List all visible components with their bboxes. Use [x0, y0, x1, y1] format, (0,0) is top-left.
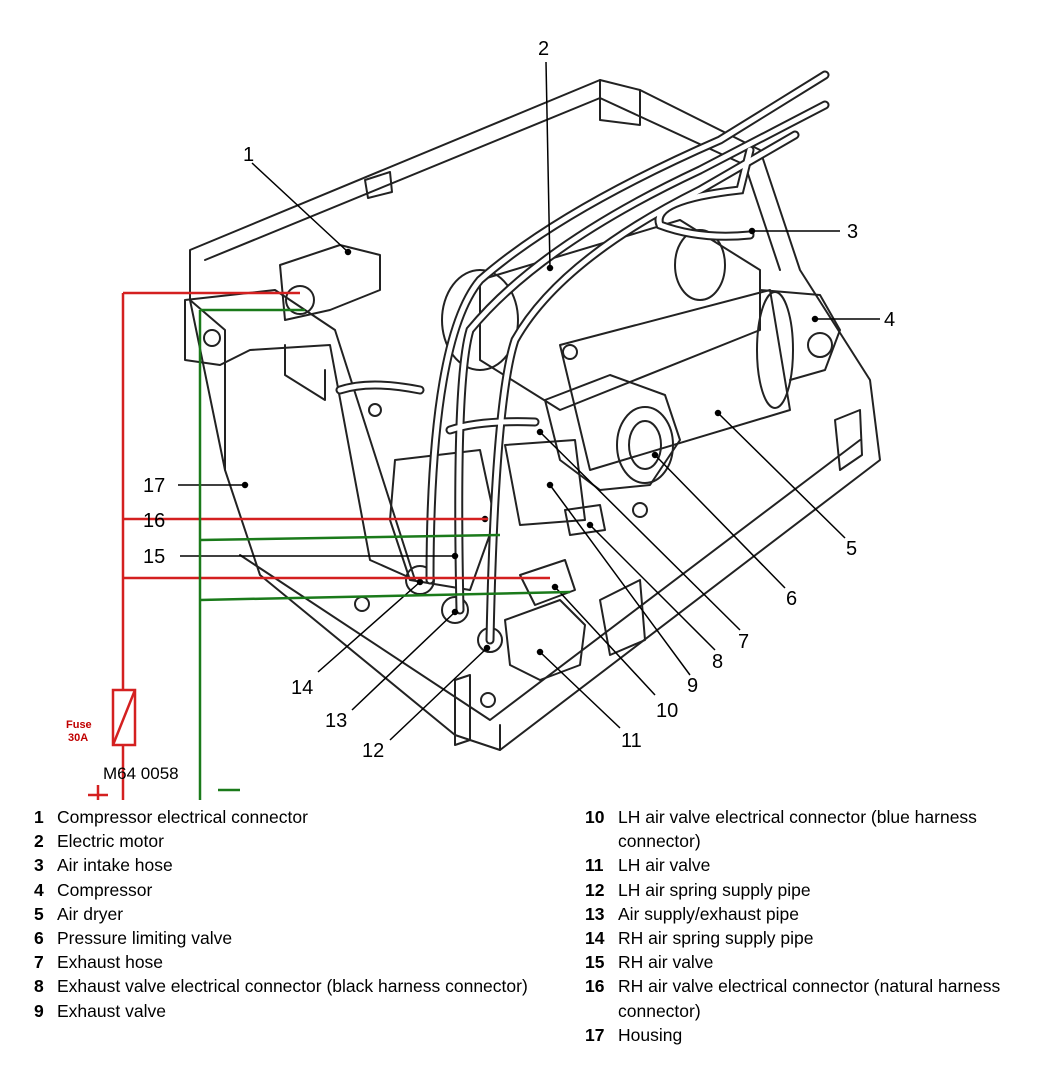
legend-item: 11 LH air valve: [585, 853, 1035, 877]
positive-wire: [88, 291, 550, 800]
legend-item: 10 LH air valve electrical connector (blu…: [585, 805, 1035, 853]
legend-item: 13 Air supply/exhaust pipe: [585, 902, 1035, 926]
legend-text: Electric motor: [57, 831, 164, 852]
fuse-label-line1: Fuse: [66, 719, 92, 731]
legend-number: 7: [34, 952, 44, 973]
legend-number: 4: [34, 879, 44, 900]
legend-text: Air intake hose: [57, 855, 173, 876]
callout-3: 3: [847, 221, 858, 243]
callout-11: 11: [621, 730, 642, 752]
legend-number: 16: [585, 976, 605, 997]
callout-5: 5: [846, 538, 857, 560]
callout-1: 1: [243, 144, 254, 166]
callout-9: 9: [687, 675, 698, 697]
callout-7: 7: [738, 631, 749, 653]
fuse-label-line2: 30A: [68, 732, 88, 744]
callout-6: 6: [786, 588, 797, 610]
legend-item: 7 Exhaust hose: [34, 950, 554, 974]
legend-item: 17 Housing: [585, 1023, 1035, 1047]
legend-text: RH air valve electrical connector (natur…: [618, 976, 1001, 1021]
legend-number: 10: [585, 807, 605, 827]
legend-item: 8 Exhaust valve electrical connector (bla…: [34, 974, 554, 998]
air-dryer: [504, 439, 586, 526]
legend-right: 10 LH air valve electrical connector (blu…: [585, 805, 1035, 1047]
legend-text: LH air valve electrical connector (blue …: [618, 807, 977, 852]
legend-text: Air supply/exhaust pipe: [618, 903, 799, 924]
pressure-limiting-valve: [544, 374, 681, 491]
legend-text: Exhaust valve: [57, 1000, 166, 1021]
legend-item: 16 RH air valve electrical connector (nat…: [585, 974, 1035, 1022]
callout-4: 4: [884, 309, 895, 331]
figure-reference: M64 0058: [103, 764, 179, 783]
legend-item: 3 Air intake hose: [34, 853, 554, 877]
legend-text: Compressor: [57, 879, 153, 900]
callout-15: 15: [143, 546, 165, 568]
legend-text: RH air spring supply pipe: [618, 928, 814, 949]
legend-item: 1 Compressor electrical connector: [34, 805, 554, 829]
legend-number: 3: [34, 855, 44, 876]
callout-16: 16: [143, 510, 165, 532]
callout-13: 13: [325, 710, 347, 732]
callout-10: 10: [656, 700, 678, 722]
legend-item: 4 Compressor: [34, 878, 554, 902]
lh-air-valve: [504, 599, 586, 681]
legend-text: Pressure limiting valve: [57, 928, 233, 949]
legend-number: 13: [585, 903, 605, 924]
legend-number: 5: [34, 903, 44, 924]
legend-number: 9: [34, 1000, 44, 1021]
legend-item: 15 RH air valve: [585, 950, 1035, 974]
fuse-symbol: [111, 688, 137, 747]
legend-number: 14: [585, 928, 605, 949]
legend-number: 17: [585, 1024, 605, 1045]
legend-text: Compressor electrical connector: [57, 807, 308, 827]
legend-text: LH air spring supply pipe: [618, 879, 811, 900]
legend-item: 5 Air dryer: [34, 902, 554, 926]
callout-14: 14: [291, 677, 313, 699]
legend-text: Housing: [618, 1024, 683, 1045]
legend-number: 1: [34, 807, 44, 827]
legend-item: 6 Pressure limiting valve: [34, 926, 554, 950]
callout-8: 8: [712, 651, 723, 673]
legend-text: Air dryer: [57, 903, 124, 924]
callout-2: 2: [538, 38, 549, 60]
compressor-body: [559, 289, 791, 471]
legend-text: LH air valve: [618, 855, 711, 876]
legend-text: Exhaust valve electrical connector (blac…: [57, 976, 528, 997]
callout-12: 12: [362, 740, 384, 762]
legend-left: 1 Compressor electrical connector 2 Electri…: [34, 805, 554, 1023]
legend-number: 15: [585, 952, 605, 973]
legend-number: 2: [34, 831, 44, 852]
legend-text: RH air valve: [618, 952, 714, 973]
legend-item: 9 Exhaust valve: [34, 999, 554, 1023]
electric-motor-body: [479, 219, 761, 411]
legend-number: 8: [34, 976, 44, 997]
legend-number: 11: [585, 855, 604, 876]
callout-17: 17: [143, 475, 165, 497]
exhaust-valve-connector: [564, 504, 606, 536]
ground-wire: [198, 308, 571, 800]
compressor-assembly-diagram: 1 2 3 4 5 6 7 8 9 10 11 12 13 14 15 16 1…: [66, 38, 895, 800]
legend-item: 14 RH air spring supply pipe: [585, 926, 1035, 950]
legend-item: 2 Electric motor: [34, 829, 554, 853]
legend-item: 12 LH air spring supply pipe: [585, 878, 1035, 902]
lh-air-valve-connector: [519, 559, 576, 606]
legend-number: 12: [585, 879, 605, 900]
legend-number: 6: [34, 928, 44, 949]
legend-text: Exhaust hose: [57, 952, 164, 973]
